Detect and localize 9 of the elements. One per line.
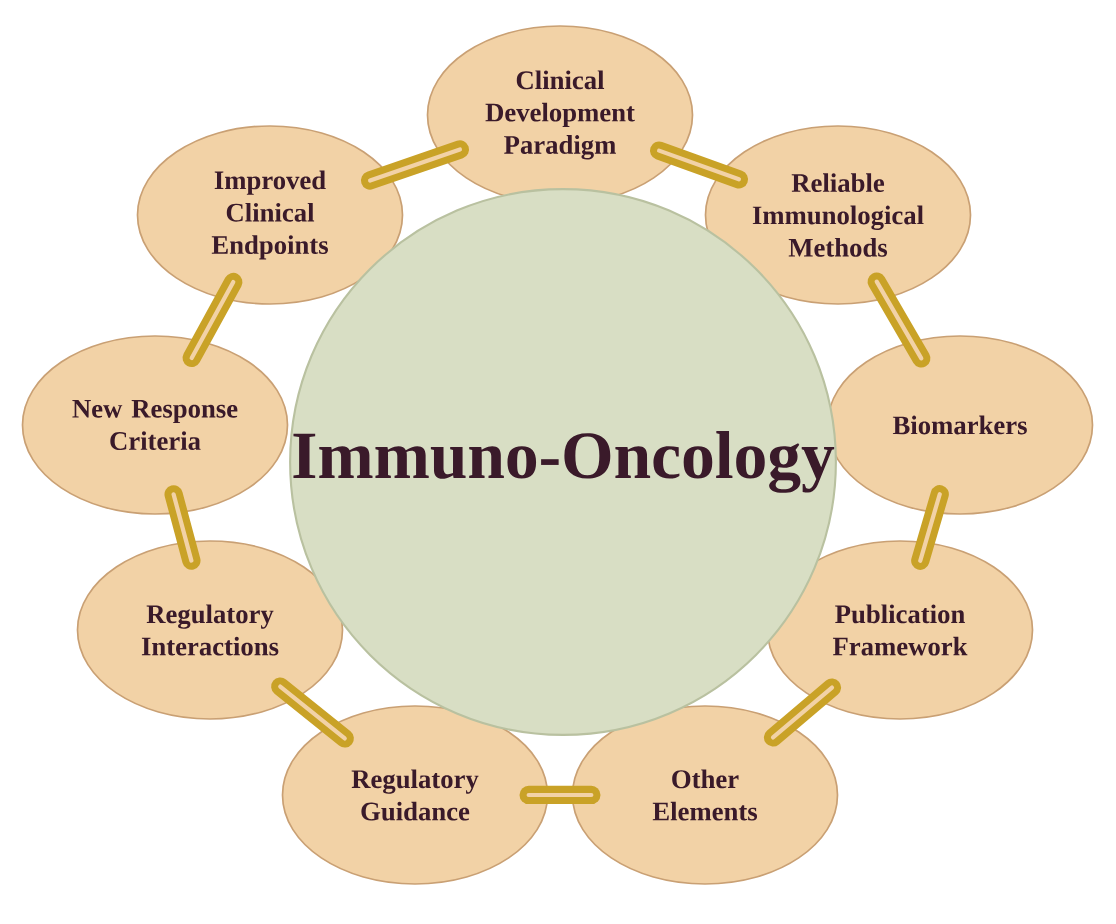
chain-link [867,272,931,368]
chain-link [911,485,949,570]
chain-link [649,141,749,189]
chain-link [519,785,601,805]
chain-link [182,272,243,368]
chain-link [164,485,201,570]
chain-link [360,140,470,190]
chain-link [763,678,842,747]
chain-link [271,677,354,748]
